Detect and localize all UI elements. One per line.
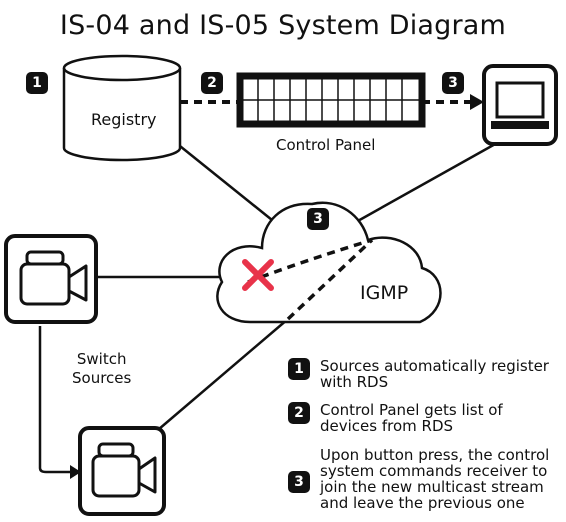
legend-item-1: 1 Sources automatically register with RD… — [288, 358, 549, 390]
legend-badge-2: 2 — [288, 402, 310, 424]
diagram-title: IS-04 and IS-05 System Diagram — [59, 10, 507, 41]
control-panel-label: Control Panel — [276, 136, 376, 154]
registry-label: Registry — [91, 110, 157, 129]
cross-icon — [242, 259, 274, 291]
database-icon — [62, 54, 182, 162]
badge-cloud: 3 — [307, 208, 329, 230]
line-camera2-cloud — [151, 318, 289, 436]
monitor-icon — [482, 64, 558, 146]
legend-text-3: Upon button press, the control system co… — [320, 446, 550, 512]
camera-icon — [4, 234, 98, 324]
dash-old-stream — [247, 238, 373, 284]
legend-badge-3: 3 — [288, 471, 310, 493]
switch-sources-label: Switch Sources — [72, 350, 132, 387]
cloud-icon — [216, 201, 442, 324]
camera-icon — [78, 426, 166, 516]
control-panel-icon — [236, 72, 426, 128]
legend-text-1: Sources automatically register with RDS — [320, 357, 549, 391]
switch-arrow-head — [70, 465, 81, 479]
dash-new-stream — [286, 238, 374, 321]
legend-item-3: 3 Upon button press, the control system … — [288, 447, 549, 511]
badge-monitor: 3 — [442, 72, 464, 94]
igmp-label: IGMP — [360, 282, 409, 304]
dash-arrow-head — [470, 94, 484, 110]
legend-badge-1: 1 — [288, 358, 310, 380]
badge-registry: 1 — [26, 72, 48, 94]
badge-control-panel: 2 — [201, 72, 223, 94]
legend-item-2: 2 Control Panel gets list of devices fro… — [288, 402, 503, 434]
line-monitor-cloud — [355, 141, 498, 224]
switch-sources-arrow — [38, 326, 72, 474]
legend-text-2: Control Panel gets list of devices from … — [320, 401, 503, 435]
